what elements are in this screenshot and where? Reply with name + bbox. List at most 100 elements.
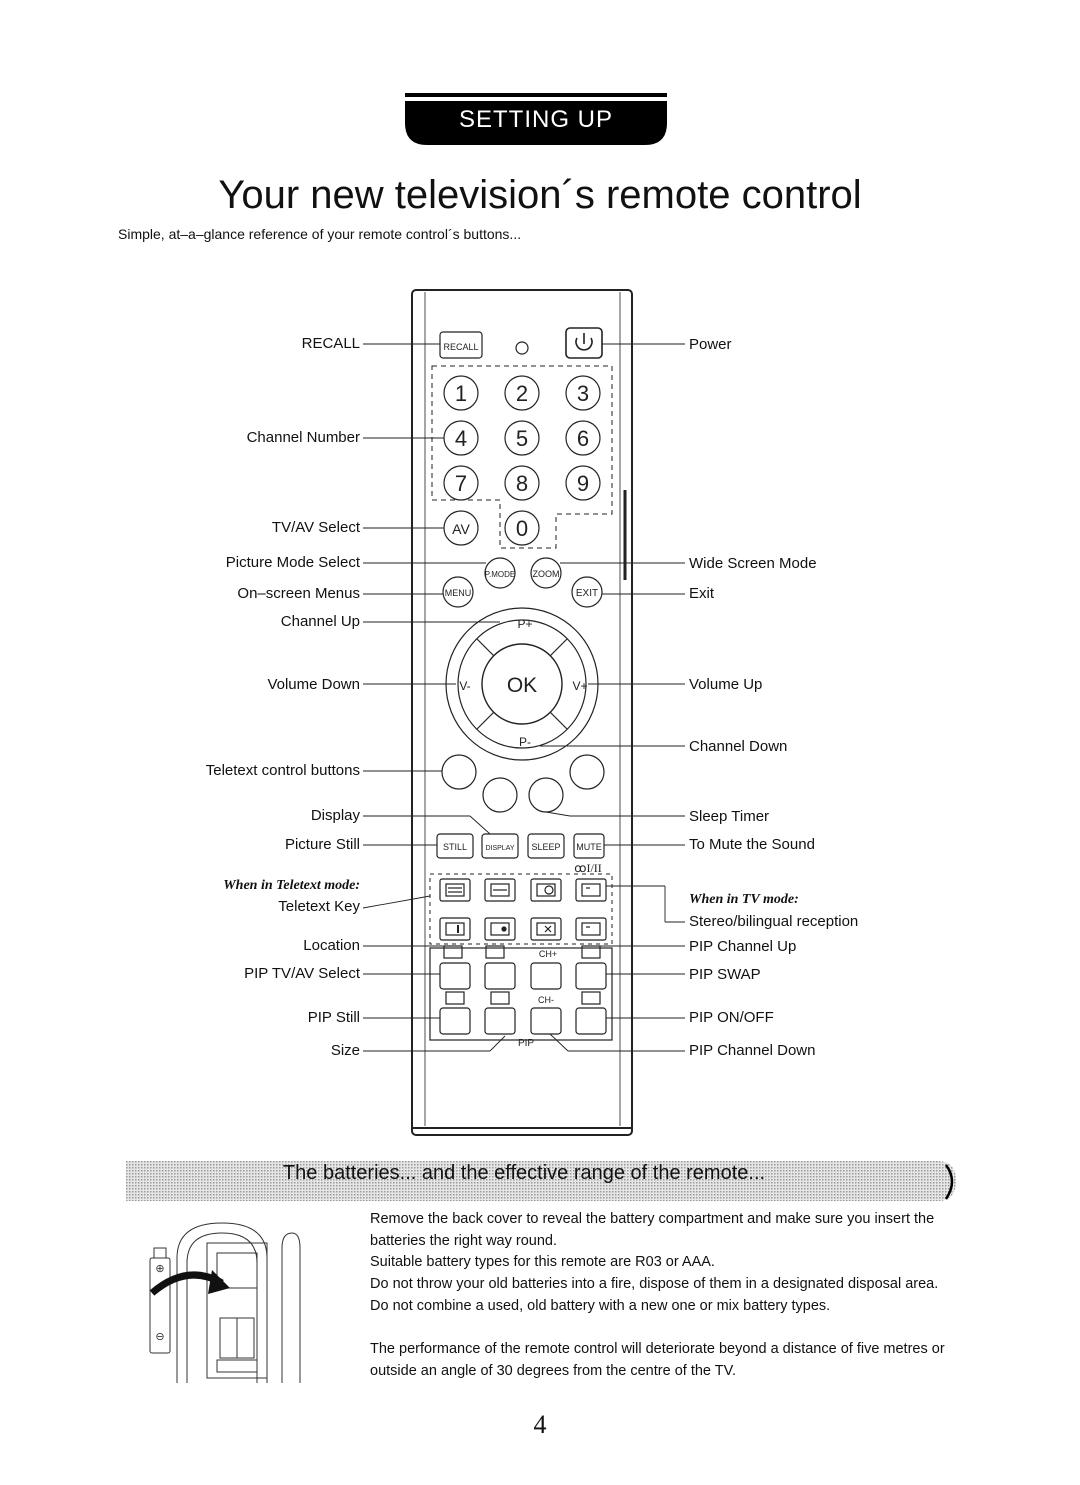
label-pip-channel-up: PIP Channel Up (689, 938, 797, 955)
svg-text:P+: P+ (517, 617, 532, 631)
digit-5-button: 5 (504, 420, 540, 456)
label-exit: Exit (689, 585, 715, 602)
svg-text:SLEEP: SLEEP (531, 842, 560, 852)
recall-button (439, 331, 483, 359)
recall-button-label: RECALL (443, 342, 478, 352)
led-indicator (515, 341, 529, 355)
mute-button: MUTE (573, 833, 605, 859)
label-picture-mode: Picture Mode Select (225, 554, 360, 571)
svg-text:7: 7 (455, 471, 467, 496)
label-teletext-buttons: Teletext control buttons (205, 762, 360, 779)
label-picture-still: Picture Still (284, 836, 360, 853)
svg-text:8: 8 (516, 471, 528, 496)
exit-button: EXIT (571, 576, 603, 608)
pip-button (439, 1007, 471, 1035)
svg-text:0: 0 (516, 516, 528, 541)
teletext-red-button (441, 754, 477, 790)
display-button: DISPLAY (481, 833, 519, 859)
pip-button (484, 1007, 516, 1035)
digit-7-button: 7 (443, 465, 479, 501)
svg-text:MENU: MENU (445, 588, 472, 598)
pmode-button: P.MODE (484, 557, 516, 589)
label-channel-number: Channel Number (246, 429, 360, 446)
section-banner: SETTING UP (458, 106, 613, 133)
pip-button (439, 962, 471, 990)
label-pip-channel-down: PIP Channel Down (689, 1042, 816, 1059)
digit-9-button: 9 (565, 465, 601, 501)
svg-text:ZOOM: ZOOM (533, 569, 560, 579)
digit-4-button: 4 (443, 420, 479, 456)
svg-text:2: 2 (516, 381, 528, 406)
label-display: Display (310, 807, 360, 824)
digit-0-button: 0 (504, 510, 540, 546)
label-pip-tvav: PIP TV/AV Select (244, 965, 360, 982)
label-pip-still: PIP Still (307, 1009, 360, 1026)
section-heading-batteries: The batteries... and the effective range… (282, 1162, 766, 1184)
digit-2-button: 2 (504, 375, 540, 411)
av-button: AV (443, 510, 479, 546)
digit-buttons: 1 2 3 4 5 6 7 8 9 0 (443, 375, 601, 546)
menu-button: MENU (442, 576, 474, 608)
remote-body (411, 289, 633, 1136)
navigation-pad: OK P+ P- V- V+ (445, 607, 599, 761)
label-teletext-mode: When in Teletext mode: (223, 878, 360, 893)
pip-button (530, 962, 562, 990)
svg-text:MUTE: MUTE (576, 842, 602, 852)
label-onscreen-menus: On–screen Menus (237, 585, 360, 602)
sleep-button: SLEEP (527, 833, 565, 859)
svg-text:5: 5 (516, 426, 528, 451)
pip-block: CH+ CH- PIP (439, 945, 607, 1049)
minus-icon: ⊖ (155, 1331, 164, 1343)
teletext-green-button (482, 777, 518, 813)
label-power: Power (689, 336, 732, 353)
label-stereo: Stereo/bilingual reception (689, 913, 859, 930)
label-tv-mode: When in TV mode: (689, 892, 799, 907)
label-tv-av-select: TV/AV Select (271, 519, 360, 536)
digit-3-button: 3 (565, 375, 601, 411)
section-header-bar (126, 1161, 956, 1201)
digit-1-button: 1 (443, 375, 479, 411)
pip-button (575, 1007, 607, 1035)
ok-button (481, 643, 563, 725)
zoom-button: ZOOM (530, 557, 562, 589)
svg-text:4: 4 (455, 426, 467, 451)
page-subtitle: Simple, at–a–glance reference of your re… (118, 226, 522, 242)
label-volume-down: Volume Down (267, 676, 360, 693)
svg-text:P-: P- (519, 735, 531, 749)
label-mute: To Mute the Sound (689, 836, 815, 853)
label-wide-screen: Wide Screen Mode (689, 555, 817, 572)
battery-paragraph-4: The performance of the remote control wi… (370, 1341, 945, 1379)
label-channel-up: Channel Up (280, 613, 360, 630)
svg-text:STILL: STILL (443, 842, 467, 852)
battery-paragraph-3: Do not throw your old batteries into a f… (370, 1276, 939, 1314)
label-location: Location (303, 937, 360, 954)
svg-text:OK: OK (507, 674, 537, 697)
label-pip-swap: PIP SWAP (689, 966, 761, 983)
label-recall: RECALL (301, 335, 360, 352)
label-channel-down: Channel Down (689, 738, 788, 755)
svg-text:V+: V+ (572, 679, 587, 693)
label-volume-up: Volume Up (689, 676, 763, 693)
leader-lines (362, 343, 685, 1052)
svg-text:V-: V- (459, 679, 470, 693)
stereo-symbol: ꝏI/II (574, 861, 602, 875)
svg-text:DISPLAY: DISPLAY (485, 845, 514, 852)
svg-text:AV: AV (452, 521, 470, 537)
svg-text:CH+: CH+ (539, 949, 557, 959)
page-number: 4 (533, 1410, 547, 1439)
svg-text:EXIT: EXIT (576, 588, 598, 599)
svg-text:6: 6 (577, 426, 589, 451)
svg-text:3: 3 (577, 381, 589, 406)
svg-text:CH-: CH- (538, 995, 554, 1005)
pip-button (484, 962, 516, 990)
svg-text:1: 1 (455, 381, 467, 406)
label-teletext-key: Teletext Key (278, 898, 360, 915)
label-pip-onoff: PIP ON/OFF (689, 1009, 774, 1026)
teletext-blue-button (569, 754, 605, 790)
digit-6-button: 6 (565, 420, 601, 456)
power-icon (575, 333, 593, 351)
battery-paragraph-2: Suitable battery types for this remote a… (370, 1254, 715, 1270)
pip-button (575, 962, 607, 990)
battery-compartment-illustration: ⊕ ⊖ (149, 1222, 301, 1383)
